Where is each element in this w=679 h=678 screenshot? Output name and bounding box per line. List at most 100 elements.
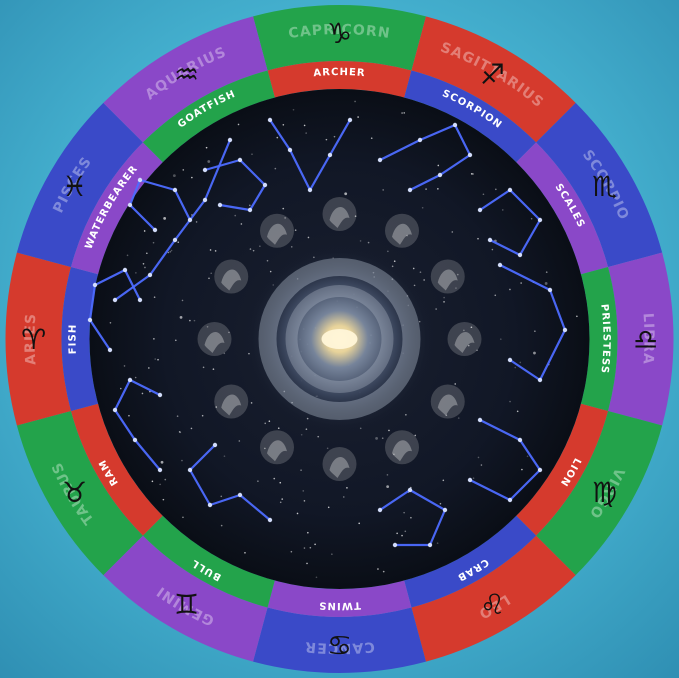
- star: [545, 271, 548, 273]
- zodiac-glyph-icon: ♏: [592, 170, 617, 203]
- star: [326, 447, 329, 450]
- galaxy-spiral-arm-1: [258, 258, 421, 420]
- star: [494, 294, 497, 297]
- star: [214, 250, 217, 252]
- zodiac-glyph-icon: ♉: [62, 476, 87, 509]
- star: [240, 223, 243, 225]
- constellation-star: [407, 187, 413, 193]
- outer-ring: CAPRICORN♑SAGITTARIUS♐SCORPIO♏LIBRA♎VIRG…: [5, 5, 674, 673]
- zodiac-emblem-backdrop: [430, 384, 465, 419]
- star: [153, 296, 156, 299]
- constellation-star: [267, 517, 273, 523]
- zodiac-emblem-icon: [267, 440, 287, 462]
- zodiac-emblem-backdrop: [322, 447, 357, 481]
- zodiac-glyph-icon: ♒: [174, 58, 199, 91]
- zodiac-emblem-icon: [329, 206, 350, 228]
- constellation-star: [437, 172, 443, 178]
- star: [305, 132, 307, 134]
- outer-sign-segment: [411, 16, 576, 143]
- star: [176, 415, 179, 417]
- star: [282, 123, 285, 126]
- outer-sign-label: CAPRICORN: [287, 22, 391, 42]
- star: [135, 272, 137, 274]
- constellation-star: [127, 377, 133, 383]
- constellation-star: [307, 187, 313, 193]
- star: [472, 477, 475, 479]
- star: [294, 229, 297, 231]
- zodiac-emblem-icon: [221, 394, 242, 416]
- star: [146, 252, 148, 255]
- star: [439, 502, 442, 505]
- constellation-star: [517, 437, 523, 443]
- constellation-star: [112, 297, 118, 303]
- star: [182, 516, 184, 519]
- star: [178, 431, 181, 433]
- inner-constellation-label-path: ARCHER: [313, 67, 365, 79]
- zodiac-emblem-backdrop: [214, 384, 249, 419]
- star: [220, 495, 223, 498]
- star: [314, 543, 316, 546]
- inner-constellation-label: ARCHER: [313, 67, 366, 79]
- star: [421, 206, 424, 209]
- galaxy-core: [321, 329, 358, 349]
- inner-constellation-segment: [142, 70, 275, 163]
- outer-sign-label: LIBRA: [639, 312, 656, 365]
- star: [266, 259, 269, 262]
- constellation-star: [287, 147, 293, 153]
- zodiac-emblem-icon: [221, 269, 242, 291]
- outer-sign-segment: [5, 252, 71, 426]
- zodiac-emblem-icon: [329, 456, 350, 478]
- star: [264, 422, 267, 425]
- zodiac-emblem-backdrop: [197, 322, 232, 356]
- constellation-star: [537, 377, 543, 383]
- star: [387, 250, 389, 253]
- zodiac-glyph-icon: ♓: [62, 170, 87, 203]
- star: [281, 498, 284, 500]
- constellation-star: [147, 272, 153, 278]
- zodiac-emblem-backdrop: [260, 430, 294, 465]
- zodiac-emblems: [197, 197, 482, 481]
- constellation-star: [127, 202, 133, 208]
- constellation-3: [378, 123, 472, 192]
- inner-constellation-segment: [516, 142, 609, 275]
- constellation-star: [137, 177, 143, 183]
- star: [414, 434, 417, 437]
- galaxy-spiral-arm-2: [285, 285, 394, 393]
- outer-sign-segment: [16, 410, 143, 576]
- zodiac-emblem-icon: [267, 223, 287, 245]
- constellation-star: [537, 467, 543, 473]
- inner-constellation-segment: [142, 515, 275, 608]
- zodiac-emblem: [447, 322, 482, 356]
- star: [315, 576, 318, 579]
- star: [401, 534, 403, 537]
- star: [403, 112, 406, 114]
- zodiac-emblem-backdrop: [385, 430, 419, 465]
- inner-constellation-segment: [404, 515, 537, 608]
- constellation-star: [247, 207, 253, 213]
- star: [215, 406, 218, 408]
- star: [359, 240, 362, 242]
- star: [164, 478, 167, 481]
- inner-constellation-segment: [516, 403, 609, 536]
- inner-constellation-label-path: PRIESTESS: [598, 303, 610, 374]
- constellation-star: [157, 467, 163, 473]
- star: [152, 241, 155, 244]
- constellation-star: [207, 502, 213, 508]
- star: [306, 562, 308, 565]
- star: [159, 483, 161, 486]
- constellation-star: [517, 252, 523, 258]
- zodiac-emblem: [260, 213, 294, 248]
- zodiac-emblem-backdrop: [385, 213, 419, 248]
- star: [491, 248, 494, 251]
- inner-ring: ARCHERSCORPIONSCALESPRIESTESSLIONCRABTWI…: [61, 61, 618, 618]
- star: [234, 214, 237, 217]
- star: [526, 455, 529, 458]
- star: [290, 246, 293, 248]
- constellation-star: [377, 157, 383, 163]
- star: [544, 282, 548, 285]
- constellation-star: [487, 237, 493, 243]
- constellation-star: [417, 137, 423, 143]
- constellation-star: [507, 357, 513, 363]
- zodiac-emblem-icon: [454, 331, 475, 353]
- zodiac-emblem-backdrop: [447, 322, 482, 356]
